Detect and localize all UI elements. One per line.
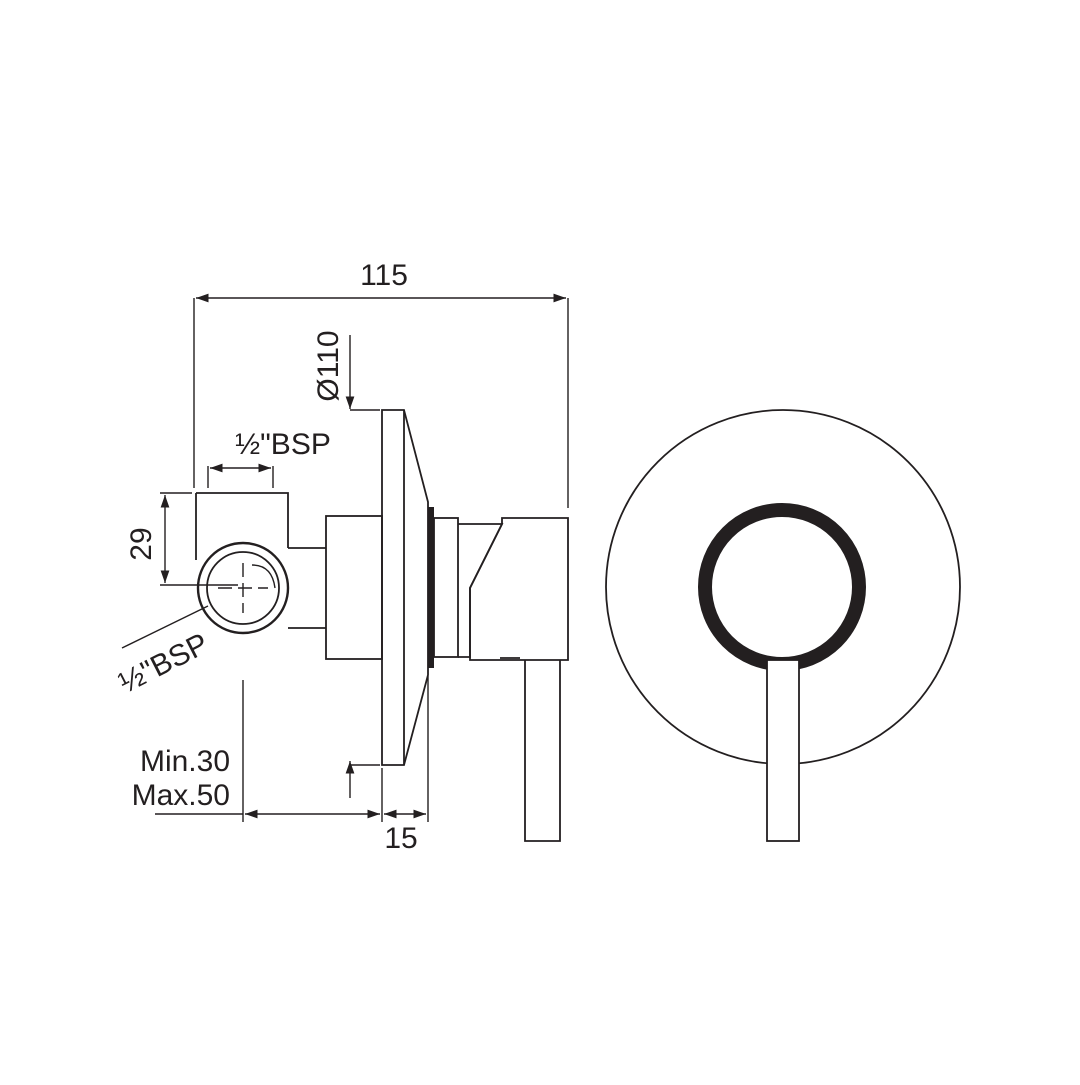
dimension-overall-depth: 115 <box>193 259 569 508</box>
side-inlet <box>196 541 290 635</box>
cover-plate-side <box>381 409 429 766</box>
dimension-inlet-height: 29 <box>125 492 238 586</box>
dimension-inlet-side: ½"BSP <box>114 605 214 700</box>
valve-body <box>325 515 383 660</box>
inlet-connector-body <box>195 492 326 629</box>
dimension-plate-diameter: Ø110 <box>312 330 380 411</box>
label-29: 29 <box>125 527 158 560</box>
label-bsp-side: ½"BSP <box>114 627 214 700</box>
label-bsp-top: ½"BSP <box>235 428 331 461</box>
label-115: 115 <box>360 259 408 292</box>
side-view: 115 Ø110 ½"BSP 29 <box>114 259 569 855</box>
lever-front <box>766 659 800 842</box>
label-diameter-110: Ø110 <box>312 330 345 401</box>
lever-side <box>524 660 561 842</box>
label-min-30: Min.30 <box>140 745 230 778</box>
handle-ring <box>698 503 866 671</box>
front-view <box>605 409 961 842</box>
dimension-wall-depth: Min.30 Max.50 15 <box>132 676 429 855</box>
label-15: 15 <box>384 822 417 855</box>
handle-hub <box>433 517 569 661</box>
thread-ring <box>428 507 434 668</box>
label-max-50: Max.50 <box>132 779 230 812</box>
dimension-inlet-top: ½"BSP <box>207 428 331 488</box>
